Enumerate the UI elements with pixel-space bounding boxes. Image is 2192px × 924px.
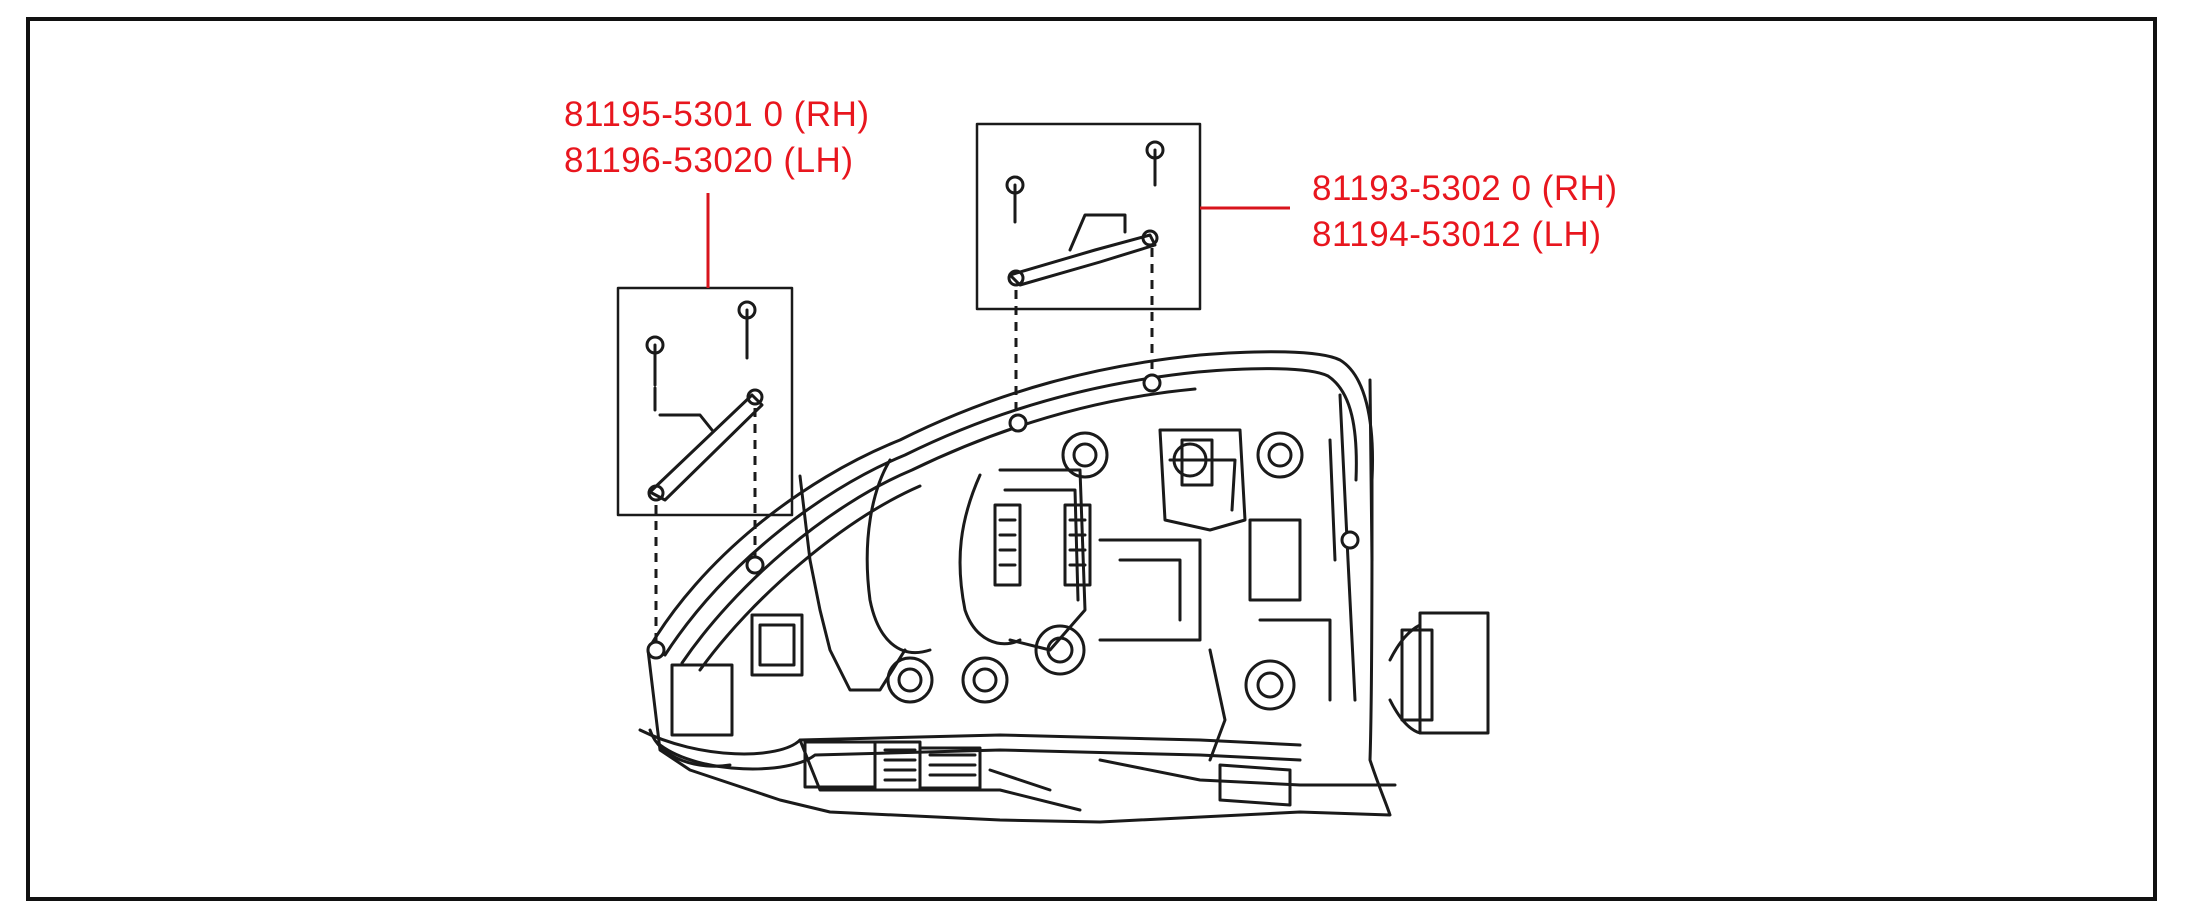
callout-right-bracket: 81193-5302 0 (RH) 81194-53012 (LH) — [1312, 166, 1618, 258]
part-number-right-lh: 81194-53012 (LH) — [1312, 215, 1602, 254]
part-number-left-rh: 81195-5301 0 (RH) — [564, 95, 870, 134]
callout-left-bracket: 81195-5301 0 (RH) 81196-53020 (LH) — [564, 92, 870, 184]
right-bracket-inset — [975, 122, 1202, 311]
diagram-frame — [26, 17, 2157, 901]
bulb-sockets — [750, 431, 1304, 711]
part-number-right-rh: 81193-5302 0 (RH) — [1312, 169, 1618, 208]
left-connector — [648, 663, 734, 768]
part-number-left-lh: 81196-53020 (LH) — [564, 141, 854, 180]
headlamp-housing — [646, 350, 1392, 824]
side-connector — [1388, 611, 1490, 735]
leader-lines — [706, 193, 1290, 288]
alignment-dashes — [654, 248, 1154, 645]
left-bracket-inset — [616, 286, 794, 517]
wire-harness — [638, 728, 1397, 812]
mounting-points — [646, 373, 1360, 660]
inner-reflectors — [958, 428, 1247, 652]
